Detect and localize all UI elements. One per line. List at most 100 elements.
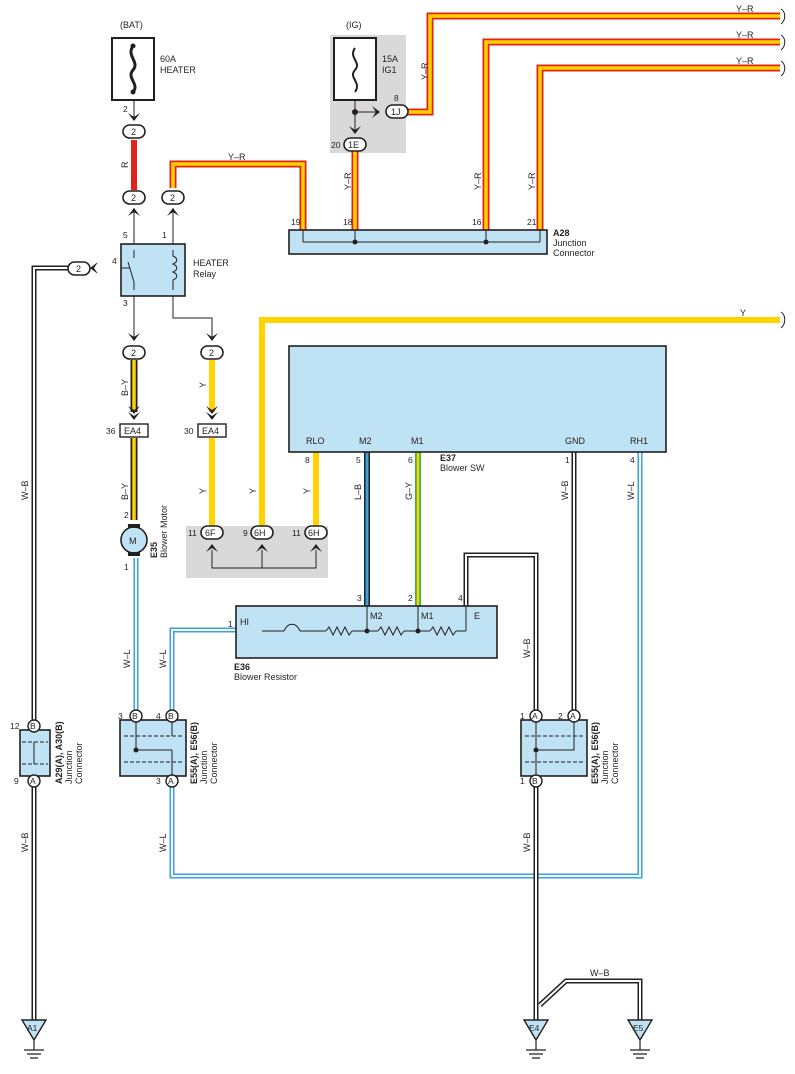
wire-code: R	[120, 161, 130, 168]
pin-b: B	[532, 776, 538, 786]
pin-a: A	[30, 776, 36, 786]
wire-code: W–L	[158, 833, 168, 852]
wire-code: Y	[740, 308, 746, 318]
splice-dot	[483, 239, 489, 245]
svg-text:1: 1	[565, 455, 570, 465]
wire-code: Y–R	[343, 172, 353, 190]
junction-e55-e56-left	[119, 719, 187, 777]
e37-terminal-m1: M1	[411, 436, 424, 446]
e37-terminal-m2: M2	[359, 436, 372, 446]
ground-a1: A1	[27, 1023, 38, 1033]
splice-dot	[352, 109, 358, 115]
wire-code: Y–R	[736, 4, 754, 14]
e37-terminal-rh1: RH1	[630, 436, 648, 446]
svg-text:2: 2	[558, 711, 563, 721]
e37-blower-switch	[288, 345, 667, 453]
svg-text:2: 2	[123, 104, 128, 114]
junction-a29-a30	[19, 729, 51, 777]
relay-name: HEATER	[193, 258, 229, 268]
svg-text:2: 2	[124, 510, 129, 520]
wire-code: W–B	[522, 638, 532, 658]
wire-wl-group	[133, 452, 643, 879]
svg-text:1: 1	[124, 562, 129, 572]
svg-text:16: 16	[472, 217, 482, 227]
ig-label: (IG)	[346, 20, 362, 30]
splice-dot	[415, 628, 421, 634]
wire-yr-group	[169, 12, 780, 232]
svg-text:4: 4	[458, 593, 463, 603]
e55-left-line2: Connector	[209, 742, 219, 784]
a28-code: A28	[553, 228, 570, 238]
wire-code: B–Y	[120, 483, 130, 500]
svg-text:4: 4	[630, 455, 635, 465]
svg-text:5: 5	[356, 455, 361, 465]
wire-code: Y–R	[736, 56, 754, 66]
fuse-heater-name: HEATER	[160, 65, 196, 75]
pin-b: B	[30, 721, 36, 731]
svg-text:5: 5	[123, 230, 128, 240]
wire-code: W–B	[522, 832, 532, 852]
conn-2: 2	[131, 127, 136, 137]
wire-code: Y–R	[473, 172, 483, 190]
conn-2: 2	[131, 348, 136, 358]
connector-ea4	[197, 423, 227, 438]
wire-break-marks	[780, 8, 786, 329]
conn-2: 2	[170, 193, 175, 203]
conn-6h: 6H	[254, 528, 266, 538]
svg-text:3: 3	[123, 298, 128, 308]
wire-code: W–L	[626, 481, 636, 500]
svg-text:19: 19	[291, 217, 301, 227]
wire-code: W–B	[560, 480, 570, 500]
e35-code: E35	[149, 542, 159, 558]
svg-text:4: 4	[156, 711, 161, 721]
e55-right-code: E55(A), E56(B)	[590, 722, 600, 784]
e55-right-line1: Junction	[600, 750, 610, 784]
svg-text:9: 9	[14, 776, 19, 786]
wire-code: Y	[248, 488, 258, 494]
junction-e55-e56-right	[520, 719, 588, 777]
junction-pin-circles	[27, 709, 581, 788]
wire-code: W–B	[20, 832, 30, 852]
conn-1j: 1J	[391, 107, 401, 117]
wire-code: W–B	[590, 968, 610, 978]
svg-text:3: 3	[156, 776, 161, 786]
e37-name: Blower SW	[440, 463, 485, 473]
svg-text:36: 36	[106, 426, 116, 436]
wire-code: Y	[302, 488, 312, 494]
svg-text:8: 8	[394, 93, 399, 103]
a28-line1: Junction	[553, 238, 587, 248]
wire-code: Y	[198, 488, 208, 494]
pin-a: A	[168, 776, 174, 786]
svg-text:1: 1	[228, 619, 233, 629]
e55-right-line2: Connector	[610, 742, 620, 784]
e35-name: Blower Motor	[159, 505, 169, 558]
wire-code: G–Y	[404, 482, 414, 500]
svg-text:1: 1	[162, 230, 167, 240]
conn-6f: 6F	[205, 528, 216, 538]
conn-2: 2	[209, 348, 214, 358]
pin-numbers: 2 5 1 4 3 8 20 19 18 16 21 36 30 8 5 6 1…	[10, 93, 635, 786]
svg-text:3: 3	[357, 593, 362, 603]
wire-code: W–B	[20, 480, 30, 500]
svg-text:11: 11	[188, 528, 197, 538]
wire-code: Y–R	[527, 172, 537, 190]
svg-text:21: 21	[527, 217, 537, 227]
relay-sub: Relay	[193, 269, 217, 279]
conn-2: 2	[131, 193, 136, 203]
conn-2: 2	[76, 264, 81, 274]
e36-terminal-hi: HI	[240, 617, 249, 627]
e55-left-code: E55(A), E56(B)	[189, 722, 199, 784]
connector-arrows	[90, 106, 380, 552]
e36-name: Blower Resistor	[234, 672, 297, 682]
splice-dot	[352, 239, 358, 245]
wire-y-group	[209, 317, 780, 532]
a28-line2: Connector	[553, 248, 595, 258]
fuse-heater-amp: 60A	[160, 54, 176, 64]
bat-label: (BAT)	[120, 20, 143, 30]
wire-code: Y–R	[420, 62, 430, 80]
motor-body	[128, 524, 140, 528]
svg-text:9: 9	[243, 528, 248, 538]
wire-code: L–B	[353, 484, 363, 500]
relay-switch-symbol	[121, 250, 178, 290]
e37-terminal-rlo: RLO	[306, 436, 325, 446]
